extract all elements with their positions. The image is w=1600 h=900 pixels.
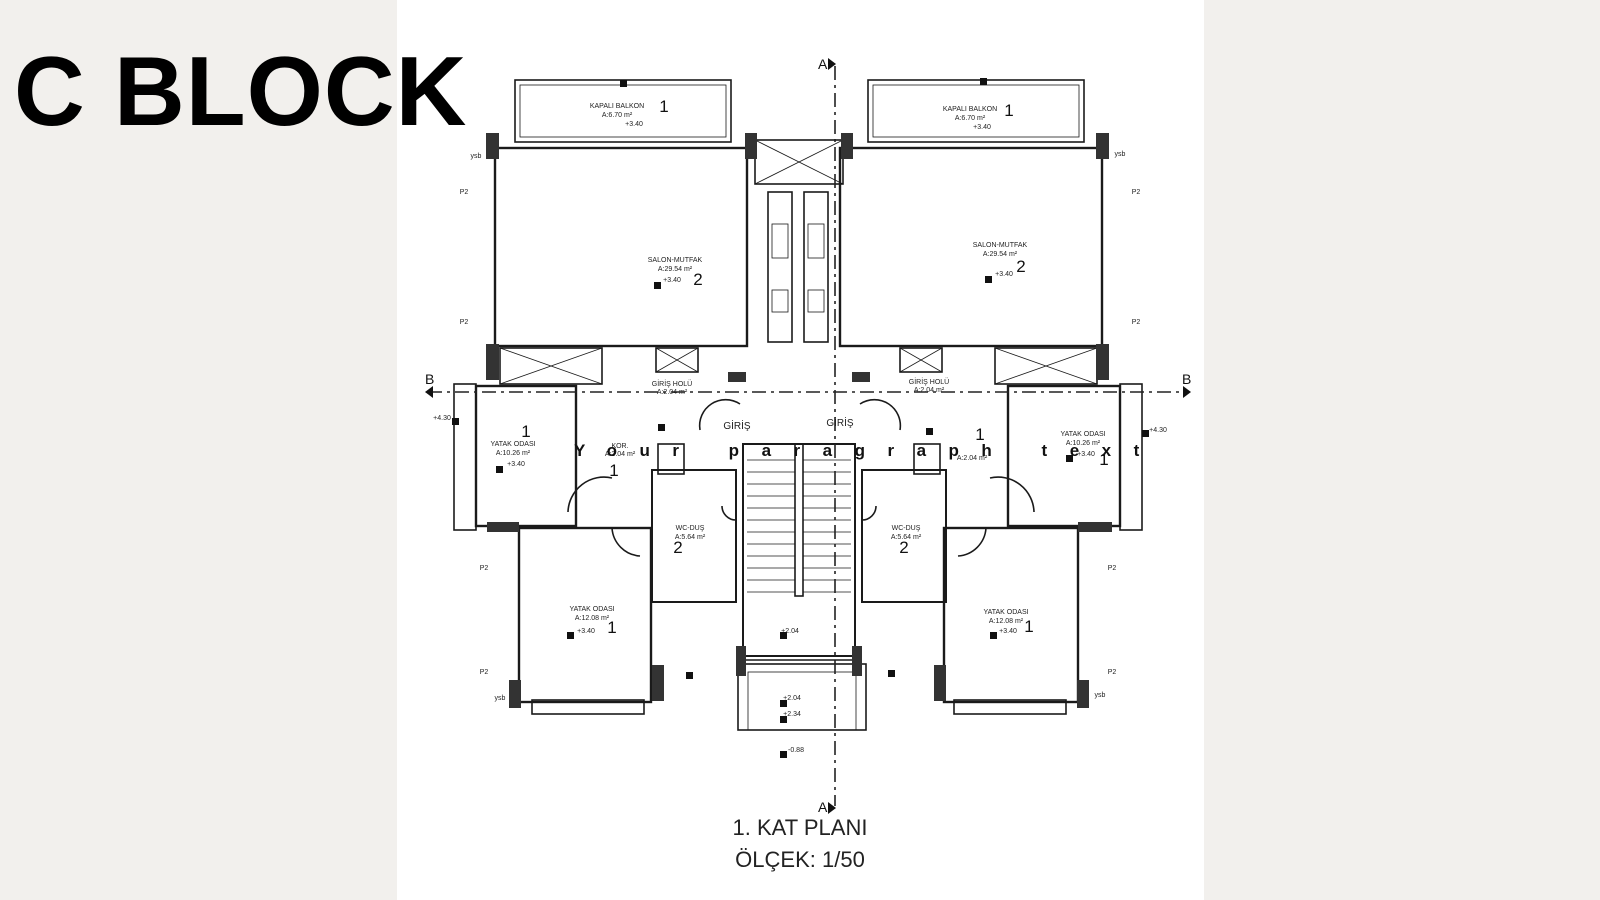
door-tag-1: P2: [460, 189, 469, 196]
bedroom-left-upper-area: A:10.26 m²: [496, 450, 531, 457]
ysb-top-right: ysb: [1115, 151, 1126, 158]
paragraph-placeholder[interactable]: Your paragraph text: [574, 441, 1162, 460]
bedroom-right-upper-name: YATAK ODASI: [1060, 431, 1105, 438]
tag-balcony-left: 1: [659, 97, 668, 116]
tag-salon-right: 2: [1016, 257, 1025, 276]
tag-corridor-left: 1: [609, 461, 618, 480]
bedroom-left-lower-name: YATAK ODASI: [569, 606, 614, 613]
ysb-top-left: ysb: [471, 153, 482, 160]
side-level-right: +4.30: [1149, 427, 1167, 434]
bedroom-right-lower-area: A:12.08 m²: [989, 618, 1024, 625]
tag-wc-right: 2: [899, 538, 908, 557]
section-marker-b-right: B: [1182, 371, 1191, 387]
ysb-bottom-right: ysb: [1095, 692, 1106, 699]
balcony-right-area: A:6.70 m²: [955, 115, 986, 122]
stair-level-2: +2.04: [783, 695, 801, 702]
scale-caption: ÖLÇEK: 1/50: [735, 847, 865, 872]
stair-level-4: -0.88: [788, 747, 804, 754]
corridor-right-area: A:2.04 m²: [957, 455, 988, 462]
salon-right-name: SALON-MUTFAK: [973, 242, 1028, 249]
tag-salon-left: 2: [693, 270, 702, 289]
bedroom-left-lower-area: A:12.08 m²: [575, 615, 610, 622]
door-tag-5: P2: [480, 565, 489, 572]
balcony-left: [514, 79, 732, 143]
bedroom-right-lower: [942, 526, 1080, 704]
balcony-right-level: +3.40: [973, 124, 991, 131]
balcony-left-name: KAPALI BALKON: [590, 103, 644, 110]
wc-right-area: A:5.64 m²: [891, 534, 922, 541]
entrance-left: GİRİŞ: [723, 419, 751, 432]
wc-left-area: A:5.64 m²: [675, 534, 706, 541]
hall-right-name: GİRİŞ HOLÜ: [909, 377, 949, 386]
section-marker-a-top: A: [818, 56, 828, 72]
bedroom-left-upper-name: YATAK ODASI: [490, 441, 535, 448]
door-tag-6: P2: [1108, 565, 1117, 572]
door-tag-7: P2: [480, 669, 489, 676]
tag-corridor-right: 1: [975, 425, 984, 444]
salon-left: [493, 146, 749, 348]
salon-right-area: A:29.54 m²: [983, 251, 1018, 258]
salon-left-level: +3.40: [663, 277, 681, 284]
bedroom-right-upper-level: +3.40: [1077, 451, 1095, 458]
staircase: [742, 443, 856, 657]
balcony-left-area: A:6.70 m²: [602, 112, 633, 119]
door-tag-2: P2: [460, 319, 469, 326]
tag-bedroom-left-lower: 1: [607, 618, 616, 637]
door-tag-8: P2: [1108, 669, 1117, 676]
hall-right-area: A:2.04 m²: [914, 387, 945, 394]
salon-left-area: A:29.54 m²: [658, 266, 693, 273]
drawing-sheet: [397, 0, 1204, 900]
wc-right: [861, 469, 947, 603]
door-tag-4: P2: [1132, 319, 1141, 326]
salon-right-level: +3.40: [995, 271, 1013, 278]
wc-right-name: WC-DUŞ: [892, 525, 921, 532]
tag-bedroom-left-upper: 1: [521, 422, 530, 441]
bedroom-right-lower-level: +3.40: [999, 628, 1017, 635]
section-marker-b-left: B: [425, 371, 434, 387]
balcony-right: [867, 79, 1085, 143]
tag-bedroom-right-upper: 1: [1099, 450, 1108, 469]
corridor-left-name: KOR.: [611, 443, 628, 450]
salon-left-name: SALON-MUTFAK: [648, 257, 703, 264]
page-title: C BLOCK: [14, 36, 468, 146]
section-marker-a-bottom: A: [818, 799, 828, 815]
balcony-right-name: KAPALI BALKON: [943, 106, 997, 113]
corridor-left-area: A:2.04 m²: [605, 451, 636, 458]
bedroom-right-lower-name: YATAK ODASI: [983, 609, 1028, 616]
bedroom-right-upper-area: A:10.26 m²: [1066, 440, 1101, 447]
wc-left-name: WC-DUŞ: [676, 525, 705, 532]
side-level-left: +4.30: [433, 415, 451, 422]
bedroom-left-lower-level: +3.40: [577, 628, 595, 635]
entrance-right: GİRİŞ: [826, 416, 854, 429]
bedroom-left-upper-level: +3.40: [507, 461, 525, 468]
door-tag-3: P2: [1132, 189, 1141, 196]
ysb-bottom-left: ysb: [495, 695, 506, 702]
hall-left-name: GİRİŞ HOLÜ: [652, 379, 692, 388]
salon-right: [838, 146, 1104, 348]
stair-level-1: +2.04: [781, 628, 799, 635]
bedroom-left-lower: [517, 526, 653, 704]
stair-level-3: +2.34: [783, 711, 801, 718]
tag-bedroom-right-lower: 1: [1024, 617, 1033, 636]
balcony-left-level: +3.40: [625, 121, 643, 128]
plan-caption: 1. KAT PLANI: [732, 815, 868, 840]
tag-wc-left: 2: [673, 538, 682, 557]
tag-balcony-right: 1: [1004, 101, 1013, 120]
hall-left-area: A:2.04 m²: [657, 389, 688, 396]
